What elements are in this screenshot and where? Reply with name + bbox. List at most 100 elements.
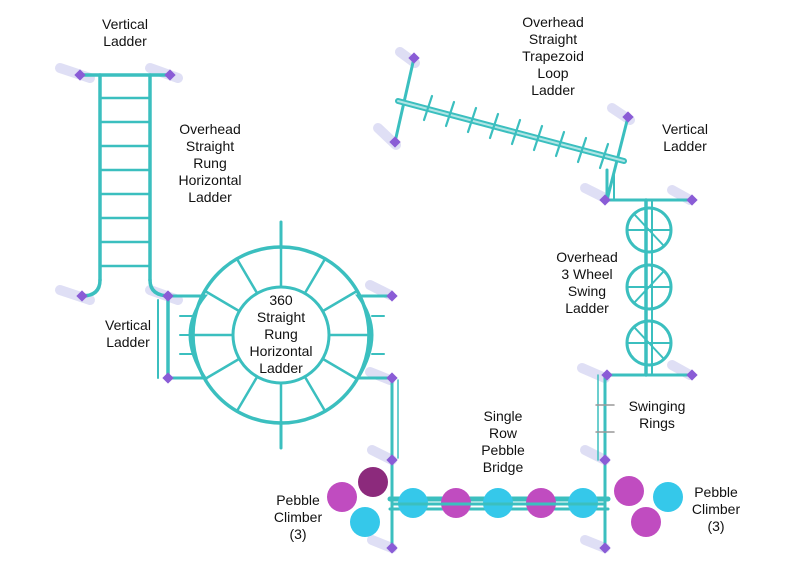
swinging-rings	[595, 373, 615, 462]
shadow	[577, 363, 610, 383]
label-line: Ladder	[103, 33, 147, 49]
rung	[488, 112, 500, 140]
label-line: Climber	[691, 501, 741, 517]
label-line: Ladder	[663, 138, 707, 154]
rung	[532, 124, 544, 152]
spoke	[633, 270, 665, 304]
label-line: Loop	[537, 65, 569, 81]
post-marker	[162, 290, 174, 302]
rung	[235, 375, 259, 413]
label-vertical-ladder-top-left: Vertical Ladder	[80, 16, 170, 50]
spoke	[633, 326, 665, 360]
label-line: Rings	[639, 415, 675, 431]
shadow	[580, 183, 610, 203]
post-marker	[599, 542, 611, 554]
label-swinging-rings: Swinging Rings	[612, 398, 702, 432]
label-line: Rung	[264, 326, 298, 342]
label-line: Overhead	[179, 121, 241, 137]
rung	[510, 118, 522, 146]
radial-rungs	[191, 245, 371, 425]
left-frame	[166, 294, 209, 380]
pebble-climber-left	[327, 467, 388, 537]
rung	[203, 289, 241, 313]
label-line: Straight	[185, 138, 235, 154]
label-pebble-climber-right: Pebble Climber (3)	[676, 484, 756, 535]
pebble-magenta	[327, 482, 357, 512]
label-line: 360	[269, 292, 293, 308]
label-vertical-ladder-right: Vertical Ladder	[640, 121, 730, 155]
rung	[554, 130, 566, 158]
rung	[444, 100, 456, 128]
post-marker	[408, 52, 420, 64]
label-line: Vertical	[662, 121, 708, 137]
label-wheel-swing-ladder: Overhead 3 Wheel Swing Ladder	[542, 249, 632, 317]
post-marker	[386, 542, 398, 554]
label-line: Pebble	[694, 484, 738, 500]
label-line: Ladder	[259, 360, 303, 376]
label-line: Climber	[273, 509, 323, 525]
post-marker	[601, 369, 613, 381]
label-trapezoid-loop-ladder: Overhead Straight Trapezoid Loop Ladder	[498, 14, 608, 99]
wheel-swing-ladder	[603, 168, 694, 377]
rung	[303, 257, 327, 295]
label-line: Vertical	[105, 317, 151, 333]
label-line: (3)	[289, 526, 307, 542]
label-line: Ladder	[565, 300, 609, 316]
label-line: Single	[483, 408, 523, 424]
label-line: Swing	[567, 283, 607, 299]
label-overhead-rung-ladder: Overhead Straight Rung Horizontal Ladder	[160, 121, 260, 206]
label-vertical-ladder-left: Vertical Ladder	[88, 317, 168, 351]
ladder-rungs	[98, 96, 152, 268]
post-marker	[162, 372, 174, 384]
label-line: Ladder	[106, 334, 150, 350]
rung	[576, 136, 588, 164]
label-line: Pebble	[276, 492, 320, 508]
trapezoid-loop-ladder	[393, 56, 630, 202]
rung	[203, 357, 241, 381]
post-marker	[686, 369, 698, 381]
shadow	[667, 185, 695, 205]
beam-highlight	[397, 100, 625, 162]
rung	[598, 142, 610, 170]
ring-360-ladder	[166, 220, 394, 450]
shadow	[365, 280, 395, 300]
pebble-plum	[358, 467, 388, 497]
label-line: (3)	[707, 518, 725, 534]
label-line: Vertical	[102, 16, 148, 32]
label-line: Horizontal	[249, 343, 313, 359]
label-pebble-climber-left: Pebble Climber (3)	[258, 492, 338, 543]
label-line: Rung	[193, 155, 227, 171]
vertical-ladder-left	[157, 294, 170, 382]
label-line: Straight	[256, 309, 306, 325]
rung	[422, 94, 434, 122]
pebble-bridge	[387, 488, 611, 518]
wheel-spokes	[626, 213, 672, 360]
label-pebble-bridge: Single Row Pebble Bridge	[458, 408, 548, 476]
label-line: Overhead	[522, 14, 584, 30]
label-line: Row	[488, 425, 517, 441]
label-ring-360: 360 Straight Rung Horizontal Ladder	[236, 292, 326, 377]
label-line: Overhead	[556, 249, 618, 265]
pebble-climber-right	[614, 476, 683, 537]
label-line: Bridge	[482, 459, 524, 475]
shadow	[667, 360, 695, 380]
label-line: Swinging	[628, 398, 686, 414]
label-line: 3 Wheel	[561, 266, 613, 282]
rung	[466, 106, 478, 134]
label-line: Ladder	[531, 82, 575, 98]
ring-side-frames	[166, 294, 394, 380]
post-marker	[389, 136, 401, 148]
overhead-rung-ladder	[78, 73, 172, 298]
post-marker	[599, 454, 611, 466]
rung	[321, 357, 359, 381]
label-line: Pebble	[481, 442, 525, 458]
pebble-cyan	[653, 482, 683, 512]
rung	[321, 289, 359, 313]
posts	[74, 52, 698, 554]
label-line: Trapezoid	[522, 48, 584, 64]
post-marker	[599, 194, 611, 206]
label-line: Ladder	[188, 189, 232, 205]
rung	[235, 257, 259, 295]
loop-rungs	[422, 94, 610, 170]
